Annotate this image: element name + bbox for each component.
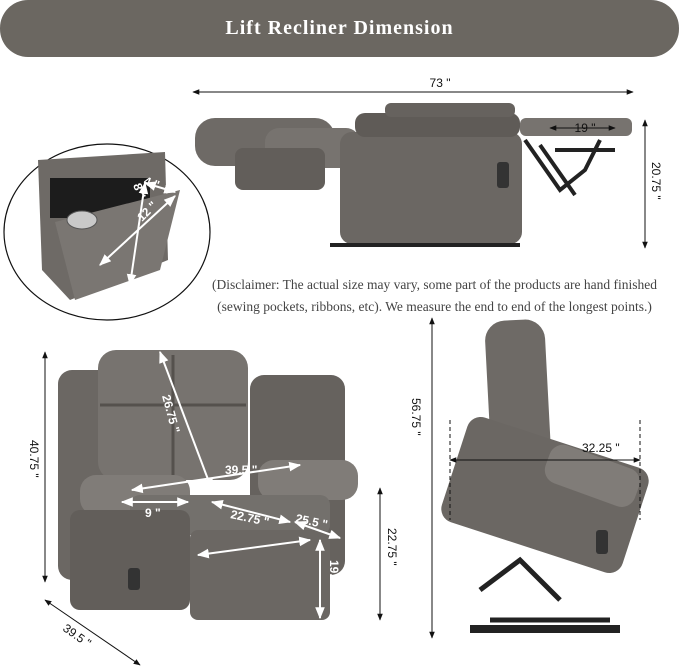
dim-inner-width: 39.5 " (225, 463, 257, 477)
dim-lift-depth: 32.25 " (582, 441, 620, 455)
lifted-chair-image (441, 319, 649, 633)
side-pocket-inset (3, 143, 211, 321)
disclaimer: (Disclaimer: The actual size may vary, s… (190, 274, 679, 318)
disclaimer-line-2: (sewing pockets, ribbons, etc). We measu… (217, 299, 652, 314)
dim-total-width: 39.5 " (60, 621, 93, 650)
dim-lift-height: 56.75 " (409, 398, 423, 436)
dim-pocket-depth: 8 " (130, 181, 149, 201)
front-chair-image (58, 350, 358, 620)
dim-footrest-depth: 19 " (575, 121, 596, 135)
dim-footrest-height: 19.75 " (327, 560, 341, 599)
title-banner: Lift Recliner Dimension (0, 0, 679, 57)
dim-total-height: 40.75 " (27, 440, 41, 478)
dim-armrest-width: 9 " (145, 506, 161, 520)
dim-pocket-width: 4 " (142, 174, 162, 193)
page-title: Lift Recliner Dimension (225, 17, 454, 39)
disclaimer-line-1: (Disclaimer: The actual size may vary, s… (212, 277, 657, 292)
dim-reclined-length: 73 " (430, 76, 451, 90)
reclined-chair-image (195, 103, 632, 247)
dim-seat-height: 22.75 " (385, 528, 399, 566)
dim-seat-depth: 25.5 " (294, 511, 329, 531)
dim-reclined-height: 20.75 " (649, 162, 663, 200)
